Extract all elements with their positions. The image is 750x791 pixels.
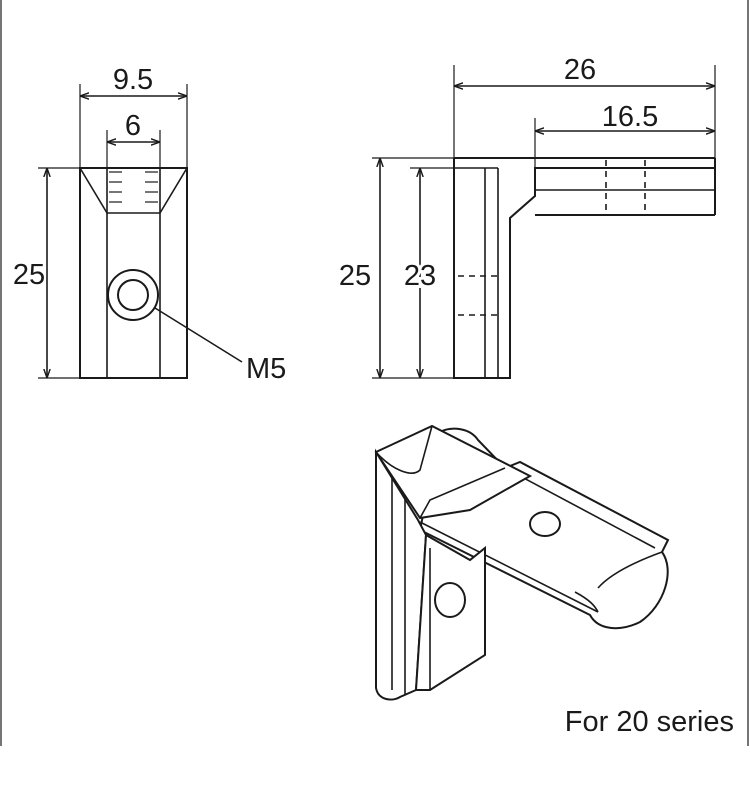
hole-leader-line: [154, 307, 243, 363]
side-body-outline: [453, 158, 715, 379]
mounting-hole-outer: [107, 269, 159, 321]
iso-top-inner-edge: [419, 467, 506, 519]
iso-arm-side-edges: [419, 521, 599, 613]
height-label: 25: [13, 259, 45, 291]
width26-label: 26: [564, 54, 596, 86]
iso-top-curve: [375, 425, 433, 474]
front-left-chamfer: [79, 167, 108, 214]
outer-height-label: 25: [339, 260, 371, 292]
caption: For 20 series: [565, 706, 734, 738]
arm-label: 16.5: [602, 101, 658, 133]
iso-top-block: [374, 424, 533, 520]
thread-label: 6: [125, 110, 141, 142]
thread-hatching: [109, 171, 158, 203]
inner-height-label: 23: [404, 260, 436, 292]
mounting-hole-inner: [117, 279, 149, 311]
iso-arm-end-curve: [597, 551, 663, 589]
side-view: 26 16.5 25 23: [339, 54, 716, 379]
iso-arm-hole: [529, 511, 561, 537]
isometric-view: [374, 424, 670, 701]
hole-label: M5: [246, 353, 286, 385]
front-right-chamfer: [159, 167, 188, 214]
width-label: 9.5: [113, 64, 153, 96]
iso-leg-edges: [391, 472, 406, 694]
front-view: 9.5 6 25 M5: [13, 64, 286, 385]
iso-arm-top-edges: [504, 461, 669, 549]
front-body-outline: [79, 167, 188, 379]
iso-leg-hole: [434, 582, 466, 618]
